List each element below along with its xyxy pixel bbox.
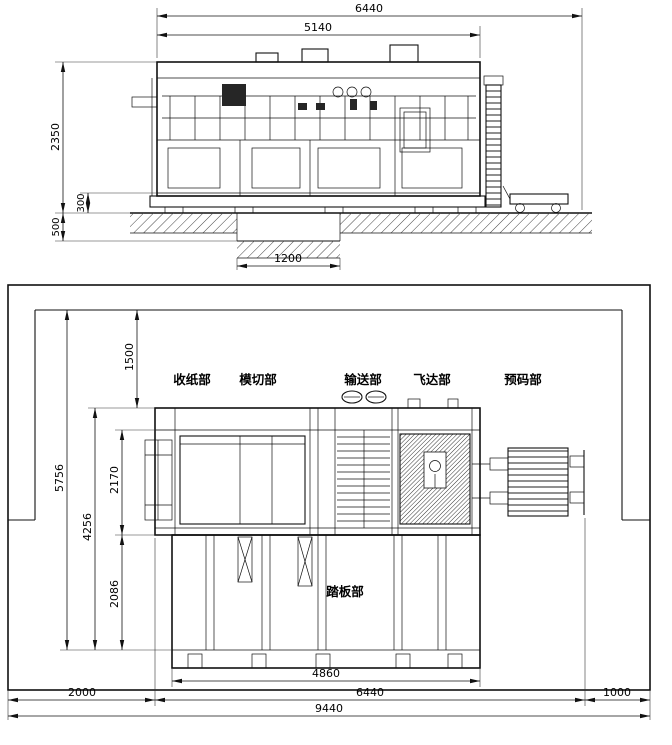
plan-vertical-dimensions: 1500 2170 2086 4256 5756 [53,310,180,651]
plan-platform-section [171,534,481,669]
label-platform-section: 踏板部 [326,584,364,599]
plan-view: 收纸部 模切部 输送部 飞达部 预码部 踏板部 [7,284,651,720]
elevation-railing [162,95,476,140]
plan-conveyor-section [337,390,390,528]
dim-plan-left-clearance: 2000 [68,686,96,699]
ground-hatch [130,212,592,259]
elevation-machine-outline [149,61,486,214]
dim-plan-right-clearance: 1000 [603,686,631,699]
dim-plan-platform-length: 4860 [312,667,340,680]
dim-elev-total-length: 6440 [355,2,383,15]
plan-prestack-section [472,447,585,517]
dim-elev-pit-depth: 500 [51,217,62,236]
dim-elev-pit-width: 1200 [274,252,302,265]
label-conveyor-section: 输送部 [344,372,382,387]
dim-plan-machine-length: 6440 [356,686,384,699]
dim-plan-platform-width: 2086 [108,580,121,608]
elevation-view: 6440 5140 2350 300 500 1200 [49,2,592,270]
dim-elev-height: 2350 [49,123,62,151]
elevation-stacker [483,75,504,208]
label-feeder-section: 飞达部 [413,372,451,387]
dim-elev-base-height: 300 [76,193,87,212]
elevation-top-equipment [131,44,431,153]
label-prestack-section: 预码部 [504,372,542,387]
plan-feeder-section [399,398,471,525]
dim-plan-overall-width: 5756 [53,464,66,492]
dim-plan-front-clearance: 1500 [123,343,136,371]
dim-plan-machine-platform-width: 4256 [81,513,94,541]
elevation-dimensions: 6440 5140 2350 300 500 1200 [49,2,583,270]
plan-section-labels: 收纸部 模切部 输送部 飞达部 预码部 踏板部 [173,372,542,599]
plan-horizontal-dimensions: 4860 2000 6440 1000 9440 [7,518,651,720]
plan-room-walls [7,284,651,691]
plan-delivery-section [144,435,306,525]
label-die-cut-section: 模切部 [239,372,277,387]
dim-plan-machine-width: 2170 [108,466,121,494]
elevation-pallet-jack [502,185,569,213]
label-delivery-section: 收纸部 [173,372,211,387]
dim-elev-body-length: 5140 [304,21,332,34]
dim-plan-overall-length: 9440 [315,702,343,715]
